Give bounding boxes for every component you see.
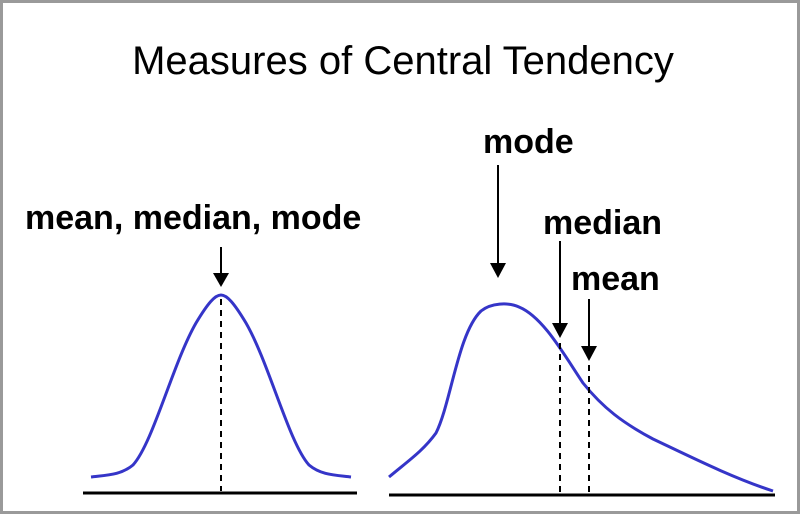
mode-label: mode	[483, 123, 574, 161]
symmetric-label: mean, median, mode	[25, 199, 362, 237]
median-label: median	[543, 204, 663, 242]
mean-label: mean	[571, 260, 660, 298]
mode-arrow-head	[490, 263, 506, 278]
distribution-diagram	[83, 165, 775, 497]
symmetric-arrow-head	[213, 273, 229, 287]
skewed-curve	[388, 302, 774, 493]
diagram-title: Measures of Central Tendency	[132, 39, 674, 83]
symmetric-curve	[90, 293, 352, 479]
mean-arrow-head	[581, 346, 597, 361]
median-arrow-head	[552, 323, 568, 338]
